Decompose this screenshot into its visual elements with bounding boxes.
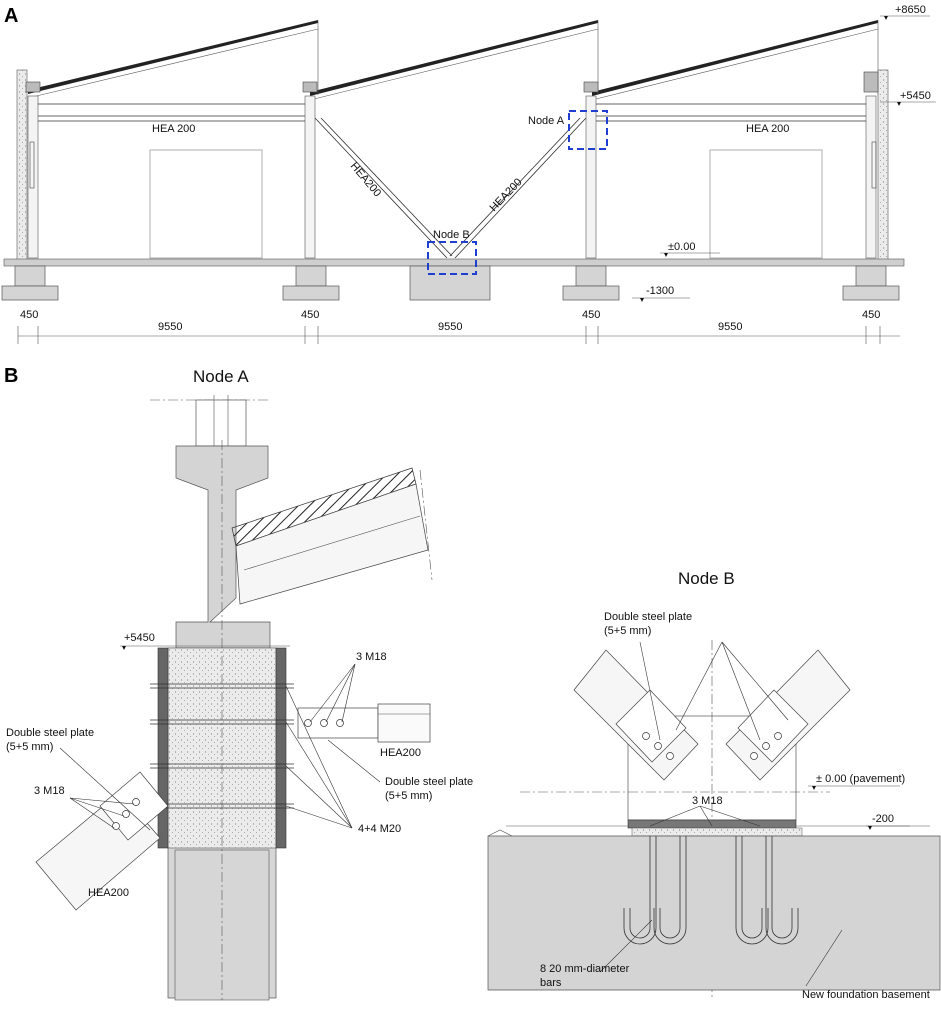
node-b-foundation: New foundation basement [802,989,930,1001]
beam-left-label: HEA 200 [152,123,195,135]
brace-left-label: HEA200 [348,160,384,199]
columns [25,71,879,259]
node-a-bolts-right: 3 M18 [356,651,387,663]
node-a-plate-right-1: Double steel plate [385,776,473,788]
beams [38,103,866,122]
node-a-label: Node A [528,115,565,127]
node-b-elev: -200 [872,813,894,825]
floor-slab [3,258,905,267]
panel-a: A [1,4,936,344]
dim-5: 450 [582,309,600,321]
dim-1: 450 [20,309,38,321]
node-b-pavement: ± 0.00 (pavement) [816,773,905,785]
brace-right-label: HEA200 [488,176,525,214]
node-b-title: Node B [678,569,735,588]
node-a-detail: Node A [6,367,473,1001]
panel-b-letter: B [4,365,18,387]
node-a-elev: +5450 [124,632,155,644]
node-b-bars-2: bars [540,977,562,989]
node-b-plate-1: Double steel plate [604,611,692,623]
dim-2: 9550 [158,321,182,333]
node-a-leaders [59,663,381,831]
dimension-line [17,326,900,344]
elev-floor: ±0.00 [668,241,695,253]
door-opening-right [709,149,823,259]
node-a-title: Node A [193,367,249,386]
jacket-plate-right [275,647,287,849]
column-head [175,445,271,649]
node-b-leaders [599,641,843,987]
left-wall [16,69,28,261]
elev-beam: +5450 [900,90,931,102]
elev-top: +8650 [895,4,926,16]
node-b-plate-2: (5+5 mm) [604,625,651,637]
panel-a-letter: A [4,5,18,27]
node-a-plate-right-2: (5+5 mm) [385,790,432,802]
dim-3: 450 [301,309,319,321]
node-b-highlight [427,241,477,275]
roof [27,20,879,101]
right-wall [877,69,889,261]
elev-foundation: -1300 [646,285,674,297]
node-b-bolts: 3 M18 [692,795,723,807]
node-b-detail: Node B [487,569,941,1001]
node-a-plate-left-1: Double steel plate [6,727,94,739]
node-b-bars-1: 8 20 mm-diameter [540,963,630,975]
node-a-anchors: 4+4 M20 [358,823,401,835]
jacket-plate-left [157,647,169,849]
node-a-highlight [568,110,608,150]
foundation-block [487,835,941,991]
beam-right-label: HEA 200 [746,123,789,135]
node-b-label: Node B [433,229,470,241]
dim-7: 450 [862,309,880,321]
base-plate [627,819,797,829]
anchor-rods [150,683,294,809]
node-a-beam: HEA200 [380,747,421,759]
foundations [1,265,900,301]
dim-4: 9550 [438,321,462,333]
dim-6: 9550 [718,321,742,333]
node-a-brace: HEA200 [88,887,129,899]
braces [314,117,587,259]
door-opening-left [149,149,263,259]
elevation-marks [632,15,936,302]
node-a-plate-left-2: (5+5 mm) [6,741,53,753]
node-a-bolts-left: 3 M18 [34,785,65,797]
rebar-hooks [623,836,799,945]
